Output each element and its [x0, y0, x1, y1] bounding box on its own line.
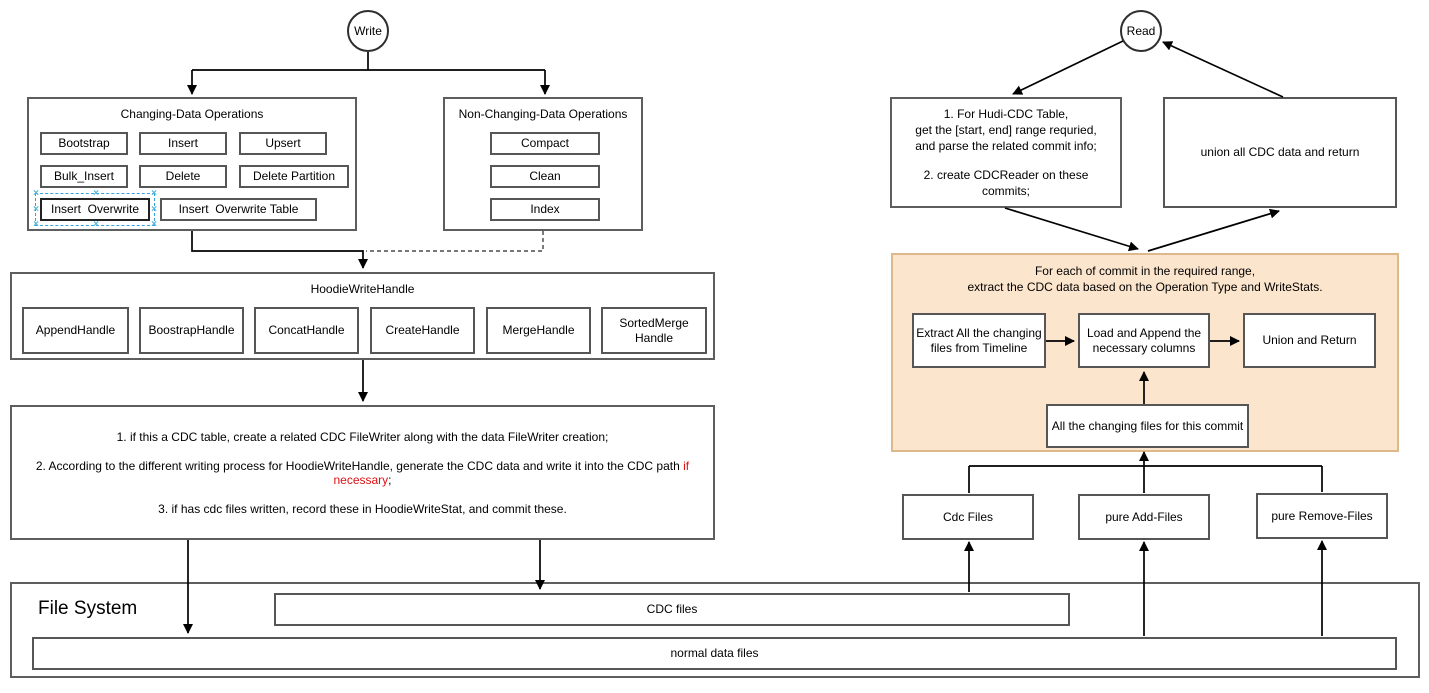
prepare-line-3: and parse the related commit info;: [915, 138, 1097, 153]
note-line-3: 3. if has cdc files written, record thes…: [158, 501, 567, 516]
op-insert[interactable]: Insert: [139, 132, 227, 155]
prepare-line-4: 2. create CDCReader on these: [923, 168, 1089, 183]
read-label: Read: [1126, 24, 1156, 38]
op-delete-partition[interactable]: Delete Partition: [239, 165, 349, 188]
resize-handle-ne[interactable]: ×: [151, 188, 157, 199]
pure-remove-files-box[interactable]: pure Remove-Files: [1256, 493, 1388, 539]
arrow-union-to-read: [1162, 41, 1284, 98]
op-clean[interactable]: Clean: [490, 165, 600, 188]
op-index[interactable]: Index: [490, 198, 600, 221]
changing-data-operations-group[interactable]: Changing-Data Operations Bootstrap Inser…: [27, 97, 357, 231]
arrow-changing-to-handle: [191, 231, 368, 269]
note-line-2-prefix: 2. According to the different writing pr…: [35, 458, 684, 473]
op-bulk-insert[interactable]: Bulk_Insert: [40, 165, 128, 188]
prepare-line-2: get the [start, end] range requried,: [915, 122, 1097, 137]
write-node[interactable]: Write: [347, 10, 389, 52]
dashed-nonchanging-to-handle: [366, 231, 544, 252]
per-commit-title-line-1: For each of commit in the required range…: [1034, 264, 1256, 278]
handle-append[interactable]: AppendHandle: [22, 307, 129, 354]
arrow-prepare-to-per-commit: [1004, 207, 1139, 252]
read-prepare-box[interactable]: 1. For Hudi-CDC Table, get the [start, e…: [890, 97, 1122, 208]
note-line-1: 1. if this a CDC table, create a related…: [116, 429, 609, 444]
prepare-line-5: commits;: [982, 184, 1030, 199]
resize-handle-n[interactable]: ×: [93, 188, 99, 199]
cdc-files-group-box[interactable]: Cdc Files: [902, 494, 1034, 540]
write-label: Write: [354, 24, 382, 38]
hoodie-write-handle-title: HoodieWriteHandle: [310, 282, 415, 296]
selection-overlay[interactable]: × × × × × × × ×: [33, 189, 157, 230]
handle-sorted-merge[interactable]: SortedMerge Handle: [601, 307, 707, 354]
handle-create[interactable]: CreateHandle: [370, 307, 475, 354]
per-commit-title-line-2: extract the CDC data based on the Operat…: [967, 280, 1323, 294]
resize-handle-e[interactable]: ×: [151, 204, 157, 215]
op-insert-overwrite-table[interactable]: Insert Overwrite Table: [160, 198, 317, 221]
op-insert-overwrite[interactable]: Insert Overwrite: [40, 198, 150, 221]
cdc-write-notes[interactable]: 1. if this a CDC table, create a related…: [10, 405, 715, 540]
op-bootstrap[interactable]: Bootstrap: [40, 132, 128, 155]
changing-files-commit-box[interactable]: All the changing files for this commit: [1046, 404, 1249, 448]
arrow-per-commit-to-union: [1147, 208, 1280, 252]
op-delete[interactable]: Delete: [139, 165, 227, 188]
resize-handle-s[interactable]: ×: [93, 219, 99, 230]
changing-data-operations-title: Changing-Data Operations: [120, 107, 264, 121]
prepare-line-1: 1. For Hudi-CDC Table,: [943, 106, 1069, 121]
non-changing-data-operations-title: Non-Changing-Data Operations: [458, 107, 628, 121]
hoodie-write-handle-group[interactable]: HoodieWriteHandle AppendHandle BoostrapH…: [10, 272, 715, 360]
union-and-return-box[interactable]: Union and Return: [1243, 313, 1376, 368]
normal-data-files-box[interactable]: normal data files: [32, 637, 1397, 670]
op-upsert[interactable]: Upsert: [239, 132, 327, 155]
extract-changing-files-box[interactable]: Extract All the changing files from Time…: [912, 313, 1046, 368]
resize-handle-nw[interactable]: ×: [33, 188, 39, 199]
arrow-read-to-prepare: [1012, 40, 1124, 95]
resize-handle-se[interactable]: ×: [151, 219, 157, 230]
read-node[interactable]: Read: [1120, 10, 1162, 52]
note-line-2: 2. According to the different writing pr…: [22, 459, 703, 487]
handle-boostrap[interactable]: BoostrapHandle: [139, 307, 244, 354]
union-all-box[interactable]: union all CDC data and return: [1163, 97, 1397, 208]
handle-concat[interactable]: ConcatHandle: [254, 307, 359, 354]
handle-merge[interactable]: MergeHandle: [486, 307, 591, 354]
cdc-files-storage-box[interactable]: CDC files: [274, 593, 1070, 626]
pure-add-files-box[interactable]: pure Add-Files: [1078, 494, 1210, 540]
note-line-2-highlight: if necessary: [333, 458, 690, 487]
note-line-2-suffix: ;: [388, 472, 392, 487]
resize-handle-w[interactable]: ×: [33, 204, 39, 215]
prepare-step-1: 1. For Hudi-CDC Table, get the [start, e…: [892, 106, 1120, 155]
non-changing-data-operations-group[interactable]: Non-Changing-Data Operations Compact Cle…: [443, 97, 643, 231]
prepare-step-2: 2. create CDCReader on these commits;: [892, 167, 1120, 199]
load-append-columns-box[interactable]: Load and Append the necessary columns: [1078, 313, 1210, 368]
file-system-title: File System: [38, 598, 138, 619]
op-compact[interactable]: Compact: [490, 132, 600, 155]
resize-handle-sw[interactable]: ×: [33, 219, 39, 230]
